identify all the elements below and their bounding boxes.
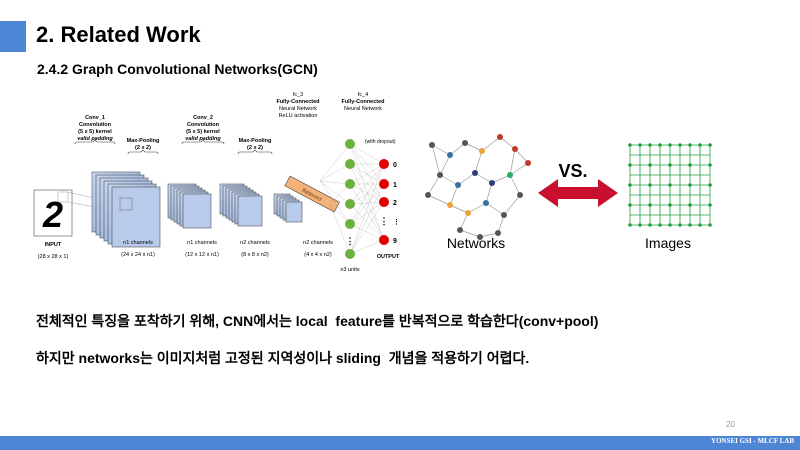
layer-desc2-fc3: Neural Network xyxy=(279,106,317,112)
svg-text:⋮: ⋮ xyxy=(380,216,389,226)
layer-name-pool2: Max-Pooling xyxy=(239,138,272,144)
output-label: OUTPUT xyxy=(377,254,400,260)
layer-desc-pool2: (2 x 2) xyxy=(247,145,263,151)
fc3-hidden-nodes xyxy=(345,139,355,259)
output-value-0: 0 xyxy=(393,162,397,169)
stage1-dims: (24 x 24 x n1) xyxy=(121,252,155,258)
layer-desc-conv2: Convolution xyxy=(187,122,220,128)
output-value-9: 9 xyxy=(393,238,397,245)
units-label: n3 units xyxy=(340,267,360,273)
layer-name-fc4: fc_4 xyxy=(358,92,368,98)
input-digit: 2 xyxy=(42,194,63,235)
vs-label: VS. xyxy=(558,161,587,181)
vs-double-arrow: VS. xyxy=(538,161,618,207)
layer-name-pool1: Max-Pooling xyxy=(127,138,160,144)
conv1-feature-maps xyxy=(91,171,161,248)
stage4-dims: (4 x 4 x n2) xyxy=(304,252,332,258)
network-nodes xyxy=(425,134,531,240)
layer-desc2-conv1: (5 x 5) kernel xyxy=(78,129,112,135)
stage2-name: n1 channels xyxy=(187,240,217,246)
stage3-name: n2 channels xyxy=(240,240,270,246)
title-accent-bar xyxy=(0,21,26,52)
slide-title: 2. Related Work xyxy=(36,22,201,47)
layer-desc-fc4: Fully-Connected xyxy=(341,99,384,105)
stage2-dims: (12 x 12 x n1) xyxy=(185,252,219,258)
layer-desc-fc3: Fully-Connected xyxy=(276,99,319,105)
images-label: Images xyxy=(645,235,691,251)
cnn-architecture-figure: Conv_1 Convolution (5 x 5) kernel valid … xyxy=(33,92,400,273)
output-value-1: 1 xyxy=(393,182,397,189)
stage1-name: n1 channels xyxy=(123,240,153,246)
layer-name-conv2: Conv_2 xyxy=(193,115,213,121)
layer-name-fc3: fc_3 xyxy=(293,92,303,98)
svg-text:⋮: ⋮ xyxy=(346,236,355,246)
footer-text: YONSEI GSI - MLCF LAB xyxy=(711,437,794,445)
page-number: 20 xyxy=(726,420,735,429)
pool1-feature-maps xyxy=(167,183,212,229)
layer-desc2-conv2: (5 x 5) kernel xyxy=(186,129,220,135)
section-subtitle: 2.4.2 Graph Convolutional Networks(GCN) xyxy=(37,61,318,77)
layer-name-conv1: Conv_1 xyxy=(85,115,105,121)
conv2-feature-maps xyxy=(219,183,263,227)
layer-desc3-conv2: valid padding xyxy=(185,136,221,142)
layer-desc-pool1: (2 x 2) xyxy=(135,145,151,151)
output-value-ellipsis: ⋮ xyxy=(393,218,400,226)
footer-bar: YONSEI GSI - MLCF LAB xyxy=(0,436,800,450)
layer-desc3-fc3: ReLU activation xyxy=(279,113,318,119)
bullet-text-2: 하지만 networks는 이미지처럼 고정된 지역성이나 sliding 개념… xyxy=(36,350,530,366)
pool2-feature-maps xyxy=(273,193,303,223)
networks-vs-images-figure: Networks VS. Images xyxy=(425,134,712,251)
dropout-label: (with dropout) xyxy=(365,139,396,145)
stage3-dims: (8 x 8 x n2) xyxy=(241,252,269,258)
output-value-2: 2 xyxy=(393,200,397,207)
fc4-output-nodes xyxy=(379,159,389,245)
stage4-name: n2 channels xyxy=(303,240,333,246)
bullet-text-1: 전체적인 특징을 포착하기 위해, CNN에서는 local feature를 … xyxy=(36,313,599,329)
input-dims: (28 x 28 x 1) xyxy=(38,254,69,260)
layer-desc-conv1: Convolution xyxy=(79,122,112,128)
layer-desc3-conv1: valid padding xyxy=(77,136,113,142)
networks-label: Networks xyxy=(447,235,505,251)
network-graph xyxy=(427,136,529,238)
layer-desc2-fc4: Neural Network xyxy=(344,106,382,112)
input-label: INPUT xyxy=(45,242,62,248)
image-grid-nodes xyxy=(628,143,712,227)
